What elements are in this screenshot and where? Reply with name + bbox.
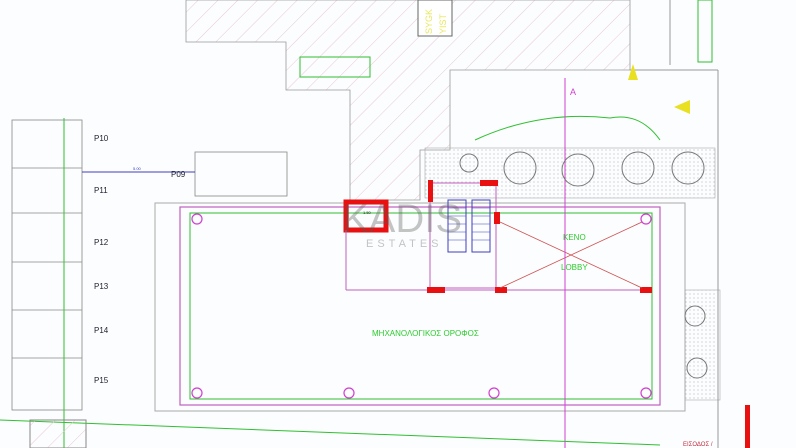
columns [191, 213, 652, 399]
parking-label-p09: P09 [171, 170, 186, 179]
top-sign-box [417, 0, 453, 37]
watermark-sub: ESTATES [366, 238, 443, 250]
parking-label: P10 [94, 134, 109, 143]
parking-label: P14 [94, 326, 109, 335]
parking-label: P15 [94, 376, 109, 385]
dotted-area-right [684, 289, 721, 401]
parking-label: P12 [94, 238, 109, 247]
parking-label: P11 [94, 186, 108, 195]
landscape-curve [474, 115, 661, 141]
room-dim: 1.50 [363, 210, 372, 215]
building-outline [154, 202, 686, 412]
dim-p09: 5.00 [133, 166, 142, 171]
lobby-label: LOBBY [561, 263, 588, 272]
north-arrow [628, 64, 638, 80]
planter [299, 56, 371, 78]
section-marker: A [570, 87, 576, 97]
dotted-area [424, 147, 716, 199]
parking-stalls [11, 119, 288, 411]
stair-core [429, 182, 497, 289]
core-room [343, 199, 389, 233]
void-area [499, 221, 643, 289]
stairs [447, 199, 467, 253]
top-sign-line1: SYGK [424, 9, 434, 34]
top-sign-line2: YIST [438, 13, 448, 34]
hatch-block [29, 419, 87, 448]
entry-arrow [674, 100, 690, 114]
parking-label: P13 [94, 282, 109, 291]
void-label: KENO [563, 233, 586, 242]
entrance-label: ΕΙΣΟΔΟΣ / [683, 442, 713, 448]
mechanical-floor-label: ΜΗΧΑΝΟΛΟΓΙΚΟΣ ΟΡΟΦΟΣ [372, 329, 479, 338]
watermark-brand: KADIS [342, 197, 462, 241]
trees [459, 151, 708, 379]
parking-labels: P10 P11 P12 P13 P14 P15 [94, 134, 109, 385]
